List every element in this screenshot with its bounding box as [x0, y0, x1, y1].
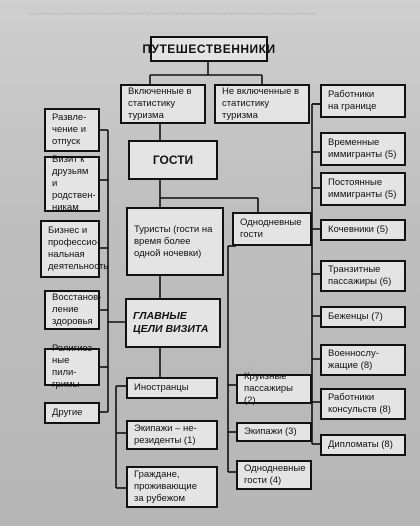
foreigners: Иностранцы — [134, 382, 189, 393]
purpose-other: Другие — [52, 407, 83, 418]
purpose-leisure: Развле- чение и отпуск — [52, 112, 87, 147]
purpose-business: Бизнес и профессио- нальная деятельность — [48, 225, 109, 272]
foreigners-box: Иностранцы — [126, 377, 218, 399]
not-included-label: Не включенные в статистику туризма — [222, 86, 300, 121]
same-day-visitors-4-box: Однодневные гости (4) — [236, 460, 312, 490]
tourists-label: Туристы (гости на время более одной ноче… — [134, 223, 213, 259]
nomads: Кочевники (5) — [328, 224, 389, 235]
cruise-passengers-box: Круизные пассажиры (2) — [236, 371, 312, 406]
permanent-immigrants: Постоянные иммигранты (5) — [328, 177, 397, 200]
main-purposes-box: ГЛАВНЫЕ ЦЕЛИ ВИЗИТА — [125, 298, 221, 348]
purpose-visiting-relatives-box: Визит к друзьям и родствен- никам — [44, 154, 100, 213]
included-in-statistics-box: Включенные в статистику туризма — [120, 84, 206, 124]
purpose-business-box: Бизнес и профессио- нальная деятельность — [40, 220, 108, 278]
travelers-title: ПУТЕШЕСТВЕННИКИ — [142, 42, 276, 56]
purpose-other-box: Другие — [44, 402, 100, 424]
same-day-visitors-4: Однодневные гости (4) — [244, 463, 306, 486]
not-included-in-statistics-box: Не включенные в статистику туризма — [214, 84, 310, 124]
tourists-box: Туристы (гости на время более одной ноче… — [126, 207, 224, 276]
consular-workers-box: Работники консульств (8) — [320, 388, 406, 420]
cruise-passengers: Круизные пассажиры (2) — [244, 371, 293, 406]
military: Военнослу- жащие (8) — [328, 348, 379, 371]
crews: Экипажи (3) — [244, 426, 297, 437]
included-label: Включенные в статистику туризма — [128, 86, 192, 121]
purpose-visiting-relatives: Визит к друзьям и родствен- никам — [52, 154, 96, 213]
permanent-immigrants-box: Постоянные иммигранты (5) — [320, 172, 406, 206]
purpose-health-box: Восстанов- ление здоровья — [44, 290, 102, 330]
guests-box: ГОСТИ — [128, 140, 218, 180]
diplomats-box: Дипломаты (8) — [320, 434, 406, 456]
purpose-religious: Религиоз- ные пили- гримы — [52, 343, 96, 390]
refugees-box: Беженцы (7) — [320, 306, 406, 328]
same-day-visitors-box: Однодневные гости — [232, 212, 312, 246]
military-box: Военнослу- жащие (8) — [320, 344, 406, 376]
nonresident-crews-box: Экипажи – не- резиденты (1) — [126, 420, 218, 450]
border-workers-box: Работники на границе — [320, 84, 406, 118]
nonresident-crews: Экипажи – не- резиденты (1) — [134, 423, 197, 446]
border-workers: Работники на границе — [328, 89, 377, 112]
citizens-abroad: Граждане, проживающие за рубежом — [134, 469, 198, 504]
nomads-box: Кочевники (5) — [320, 219, 406, 241]
transit-passengers-box: Транзитные пассажиры (6) — [320, 260, 406, 292]
travelers-title-box: ПУТЕШЕСТВЕННИКИ — [142, 36, 275, 62]
purpose-leisure-box: Развле- чение и отпуск — [44, 108, 100, 152]
main-purposes-label: ГЛАВНЫЕ ЦЕЛИ ВИЗИТА — [133, 310, 209, 335]
guests-label: ГОСТИ — [152, 153, 194, 167]
temporary-immigrants: Временные иммигранты (5) — [328, 137, 397, 160]
temporary-immigrants-box: Временные иммигранты (5) — [320, 132, 406, 166]
refugees: Беженцы (7) — [328, 311, 383, 322]
citizens-abroad-box: Граждане, проживающие за рубежом — [126, 466, 218, 508]
crews-box: Экипажи (3) — [236, 422, 312, 442]
purpose-health: Восстанов- ление здоровья — [52, 292, 102, 327]
consular-workers: Работники консульств (8) — [328, 392, 391, 415]
purpose-religious-box: Религиоз- ные пили- гримы — [44, 343, 100, 390]
diplomats: Дипломаты (8) — [328, 439, 393, 450]
transit-passengers: Транзитные пассажиры (6) — [328, 264, 392, 287]
same-day-visitors-label: Однодневные гости — [240, 217, 302, 240]
